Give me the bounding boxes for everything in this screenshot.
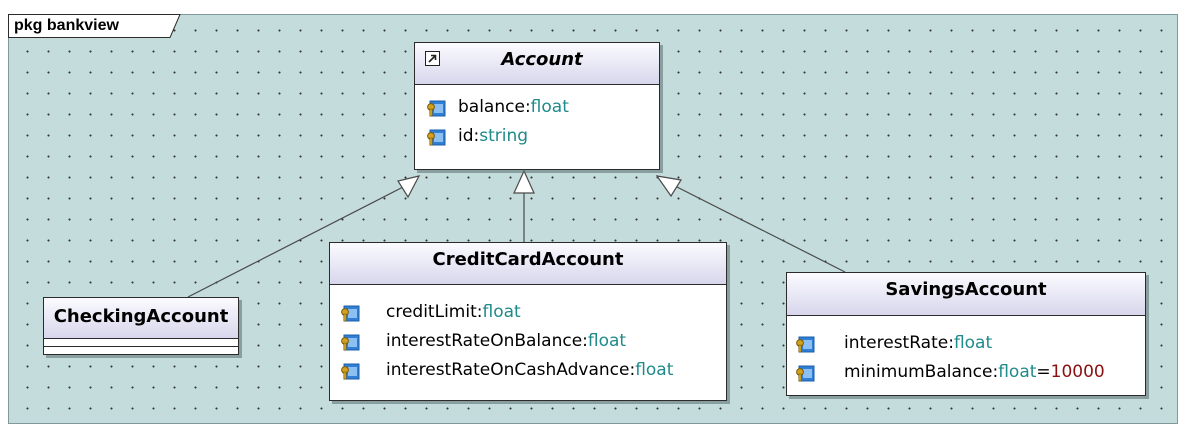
attr-type: float [587, 331, 627, 351]
property-icon [427, 129, 446, 146]
property-icon [427, 100, 446, 117]
class-name: Account [501, 49, 583, 70]
attr-name: interestRate [844, 333, 949, 353]
generalization-arrowhead-credit [513, 169, 535, 194]
class-checking-account[interactable]: CheckingAccount [43, 297, 239, 355]
attr-sep: : [476, 302, 483, 322]
attr-type: float [953, 333, 993, 353]
attribute-row[interactable]: interestRate:float [795, 329, 1140, 358]
attribute-row[interactable]: creditLimit:float [340, 298, 720, 327]
class-account[interactable]: Account balance:float id:string [414, 42, 660, 170]
attributes-compartment [44, 339, 238, 346]
attribute-row[interactable]: id:string [426, 122, 646, 151]
attr-sep: : [524, 97, 531, 117]
attribute-row[interactable]: minimumBalance:float=10000 [795, 358, 1140, 387]
attr-sep: : [473, 126, 480, 146]
edge-checking-to-account[interactable] [187, 185, 406, 298]
attr-type: float [482, 302, 521, 322]
attr-equals: = [1036, 362, 1051, 382]
attr-name: creditLimit [386, 302, 477, 322]
operations-compartment [44, 346, 238, 355]
attributes-compartment: creditLimit:float interestRateOnBalance:… [330, 285, 726, 401]
package-label: pkg bankview [14, 17, 119, 34]
class-account-header: Account [415, 43, 659, 85]
property-icon [341, 305, 360, 322]
class-name: CheckingAccount [53, 306, 229, 327]
attributes-compartment: interestRate:float minimumBalance:float=… [787, 316, 1145, 396]
attr-type: string [479, 126, 529, 146]
generalization-arrowhead-savings [655, 175, 682, 198]
attr-type: float [998, 362, 1037, 382]
attr-type: float [635, 360, 674, 380]
shortcut-link-icon [425, 51, 440, 66]
attr-sep: : [948, 333, 954, 353]
property-icon [341, 334, 360, 351]
attr-name: minimumBalance [844, 362, 993, 382]
attr-name: interestRateOnBalance [386, 331, 583, 351]
class-credit-header: CreditCardAccount [330, 243, 726, 285]
edge-savings-to-account[interactable] [674, 185, 846, 273]
attribute-row[interactable]: balance:float [426, 93, 646, 122]
property-icon [341, 363, 360, 380]
attribute-row[interactable]: interestRateOnCashAdvance:float [340, 356, 720, 385]
class-checking-header: CheckingAccount [44, 298, 238, 339]
generalization-arrowhead-checking [397, 175, 421, 199]
class-savings-account[interactable]: SavingsAccount interestRate:float minimu… [786, 272, 1146, 396]
attr-sep: : [992, 362, 999, 382]
attr-default-value: 10000 [1050, 362, 1105, 382]
package-tab[interactable]: pkg bankview [8, 14, 181, 38]
attr-name: balance [458, 97, 525, 117]
package-tab-shape [8, 14, 181, 38]
class-name: CreditCardAccount [432, 249, 624, 270]
attr-name: id [458, 126, 474, 146]
attr-sep: : [582, 331, 588, 351]
class-name: SavingsAccount [885, 279, 1047, 300]
attribute-row[interactable]: interestRateOnBalance:float [340, 327, 720, 356]
class-creditcard-account[interactable]: CreditCardAccount creditLimit:float inte… [329, 242, 727, 401]
attr-type: float [530, 97, 569, 117]
property-icon [796, 336, 815, 353]
attributes-compartment: balance:float id:string [415, 85, 659, 170]
property-icon [796, 365, 815, 382]
attr-name: interestRateOnCashAdvance [386, 360, 630, 380]
attr-sep: : [629, 360, 636, 380]
class-savings-header: SavingsAccount [787, 273, 1145, 316]
